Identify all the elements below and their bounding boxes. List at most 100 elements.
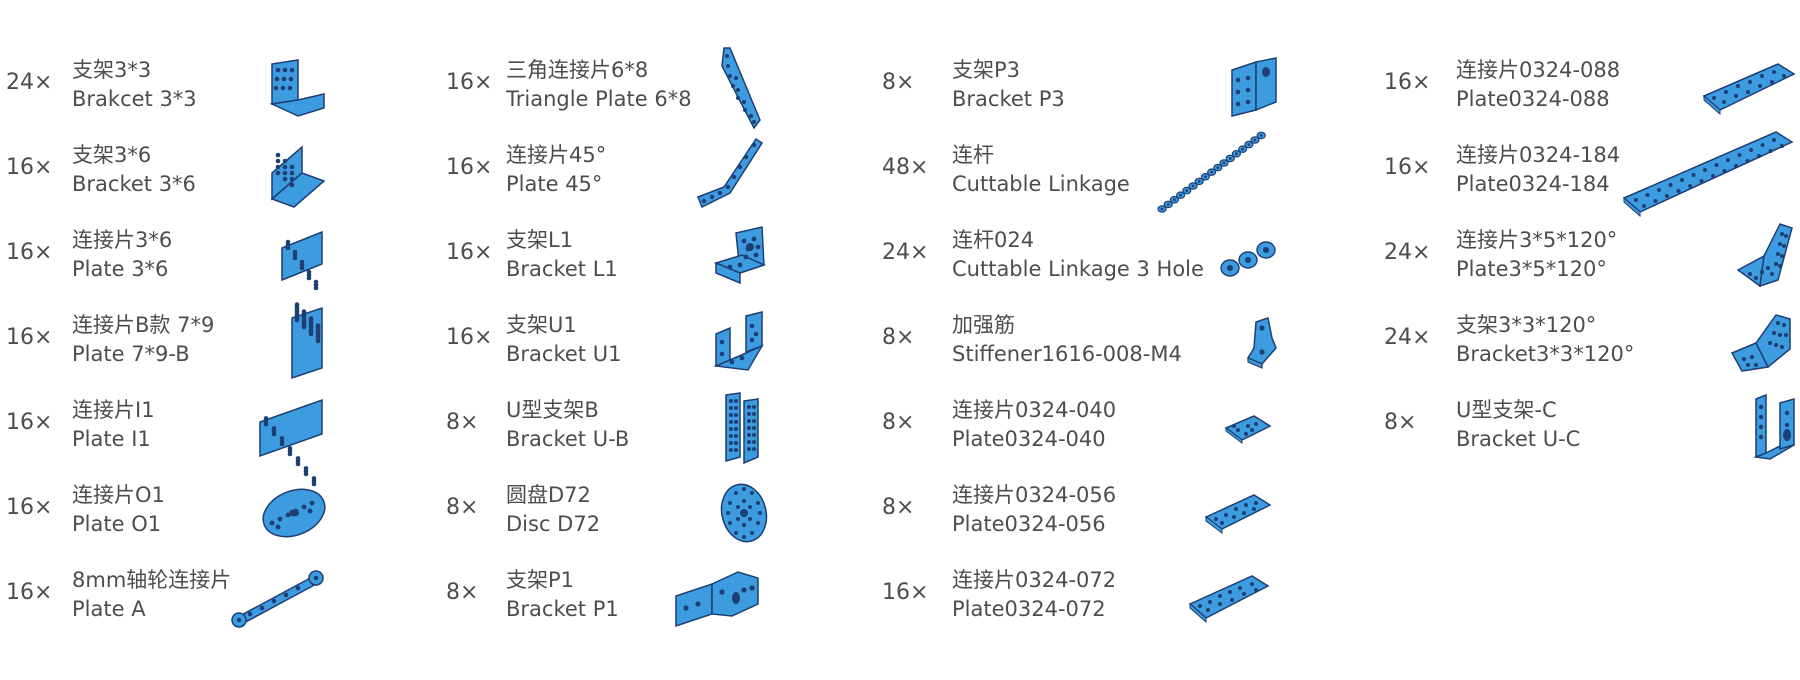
part-name-en: Cuttable Linkage 3 Hole (952, 257, 1204, 281)
part-name-en: Plate0324-184 (1456, 172, 1610, 196)
part-name-en: Bracket P1 (506, 597, 619, 621)
part-name-cn: 支架P3 (952, 58, 1021, 82)
part-name-en: Plate 7*9-B (72, 342, 190, 366)
part-quantity: 8× (882, 410, 915, 435)
plate-0324-184-icon (1620, 128, 1796, 222)
part-name-en: Brakcet 3*3 (72, 87, 197, 111)
plate-7x9-icon (288, 302, 328, 384)
plate-a-icon (230, 568, 326, 632)
part-quantity: 8× (446, 495, 479, 520)
part-name-cn: 连杆024 (952, 228, 1035, 252)
part-name-en: Plate0324-056 (952, 512, 1106, 536)
bracket-u-c-icon (1752, 393, 1796, 467)
part-name-en: Plate0324-040 (952, 427, 1106, 451)
part-name-en: Plate O1 (72, 512, 162, 536)
part-quantity: 8× (882, 495, 915, 520)
part-quantity: 24× (1384, 325, 1431, 350)
part-quantity: 16× (446, 155, 493, 180)
part-name-cn: 支架3*3 (72, 58, 152, 82)
part-name-en: Stiffener1616-008-M4 (952, 342, 1182, 366)
part-quantity: 16× (1384, 70, 1431, 95)
part-quantity: 16× (6, 580, 53, 605)
part-name-en: Plate 3*6 (72, 257, 169, 281)
part-quantity: 24× (1384, 240, 1431, 265)
plate-0324-088-icon (1700, 60, 1796, 120)
part-name-cn: 支架L1 (506, 228, 574, 252)
part-names: 8mm轴轮连接片 Plate A (72, 566, 231, 624)
part-quantity: 8× (446, 410, 479, 435)
disc-d72-icon (718, 481, 770, 549)
part-name-en: Triangle Plate 6*8 (506, 87, 692, 111)
part-name-en: Plate0324-072 (952, 597, 1106, 621)
part-quantity: 16× (6, 495, 53, 520)
part-name-cn: 支架3*6 (72, 143, 152, 167)
part-quantity: 8× (1384, 410, 1417, 435)
bracket-3x3-120-icon (1728, 313, 1794, 377)
bracket-l1-icon (712, 226, 768, 293)
part-name-cn: U型支架B (506, 398, 599, 422)
plate-o1-icon (260, 485, 328, 545)
part-name-cn: 支架U1 (506, 313, 577, 337)
part-name-en: Bracket P3 (952, 87, 1065, 111)
part-quantity: 8× (446, 580, 479, 605)
part-name-en: Plate A (72, 597, 146, 621)
plate-45-icon (694, 135, 764, 215)
part-names: 加强筋 Stiffener1616-008-M4 (952, 311, 1182, 369)
part-quantity: 8× (882, 325, 915, 350)
part-name-cn: 连接片0324-088 (1456, 58, 1621, 82)
part-name-cn: 连接片I1 (72, 398, 155, 422)
part-name-cn: 连接片O1 (72, 483, 165, 507)
plate-i1-icon (256, 396, 328, 487)
part-name-cn: 连接片0324-056 (952, 483, 1117, 507)
part-quantity: 48× (882, 155, 929, 180)
plate-0324-056-icon (1202, 491, 1272, 539)
part-quantity: 16× (882, 580, 929, 605)
part-name-cn: 连接片3*5*120° (1456, 228, 1618, 252)
plate-3x5-120-icon (1734, 222, 1796, 298)
part-quantity: 16× (446, 240, 493, 265)
part-name-en: Bracket 3*6 (72, 172, 196, 196)
stiffener-icon (1242, 317, 1282, 372)
part-names: 连接片3*5*120°Plate3*5*120° (1456, 226, 1617, 284)
part-name-cn: 8mm轴轮连接片 (72, 568, 232, 592)
part-quantity: 16× (6, 155, 53, 180)
cuttable-linkage-icon (1156, 131, 1266, 219)
part-name-cn: 连接片0324-184 (1456, 143, 1621, 167)
bracket-3x6-icon (268, 143, 328, 208)
part-quantity: 16× (446, 325, 493, 350)
part-name-en: Disc D72 (506, 512, 601, 536)
part-name-cn: 圆盘D72 (506, 483, 591, 507)
part-name-en: Cuttable Linkage (952, 172, 1130, 196)
part-names: 支架3*3*120°Bracket3*3*120° (1456, 311, 1634, 369)
bracket-p1-icon (672, 568, 762, 632)
part-name-cn: 支架P1 (506, 568, 575, 592)
part-quantity: 16× (6, 325, 53, 350)
part-name-cn: 三角连接片6*8 (506, 58, 649, 82)
part-name-en: Bracket U1 (506, 342, 622, 366)
part-name-cn: 连接片B款 7*9 (72, 313, 215, 337)
part-name-en: Bracket3*3*120° (1456, 342, 1635, 366)
part-name-cn: 连接片3*6 (72, 228, 173, 252)
bracket-u-b-icon (722, 391, 762, 469)
part-quantity: 16× (446, 70, 493, 95)
part-name-cn: 加强筋 (952, 313, 1015, 337)
part-quantity: 8× (882, 70, 915, 95)
part-name-cn: 连接片0324-040 (952, 398, 1117, 422)
part-quantity: 16× (6, 240, 53, 265)
